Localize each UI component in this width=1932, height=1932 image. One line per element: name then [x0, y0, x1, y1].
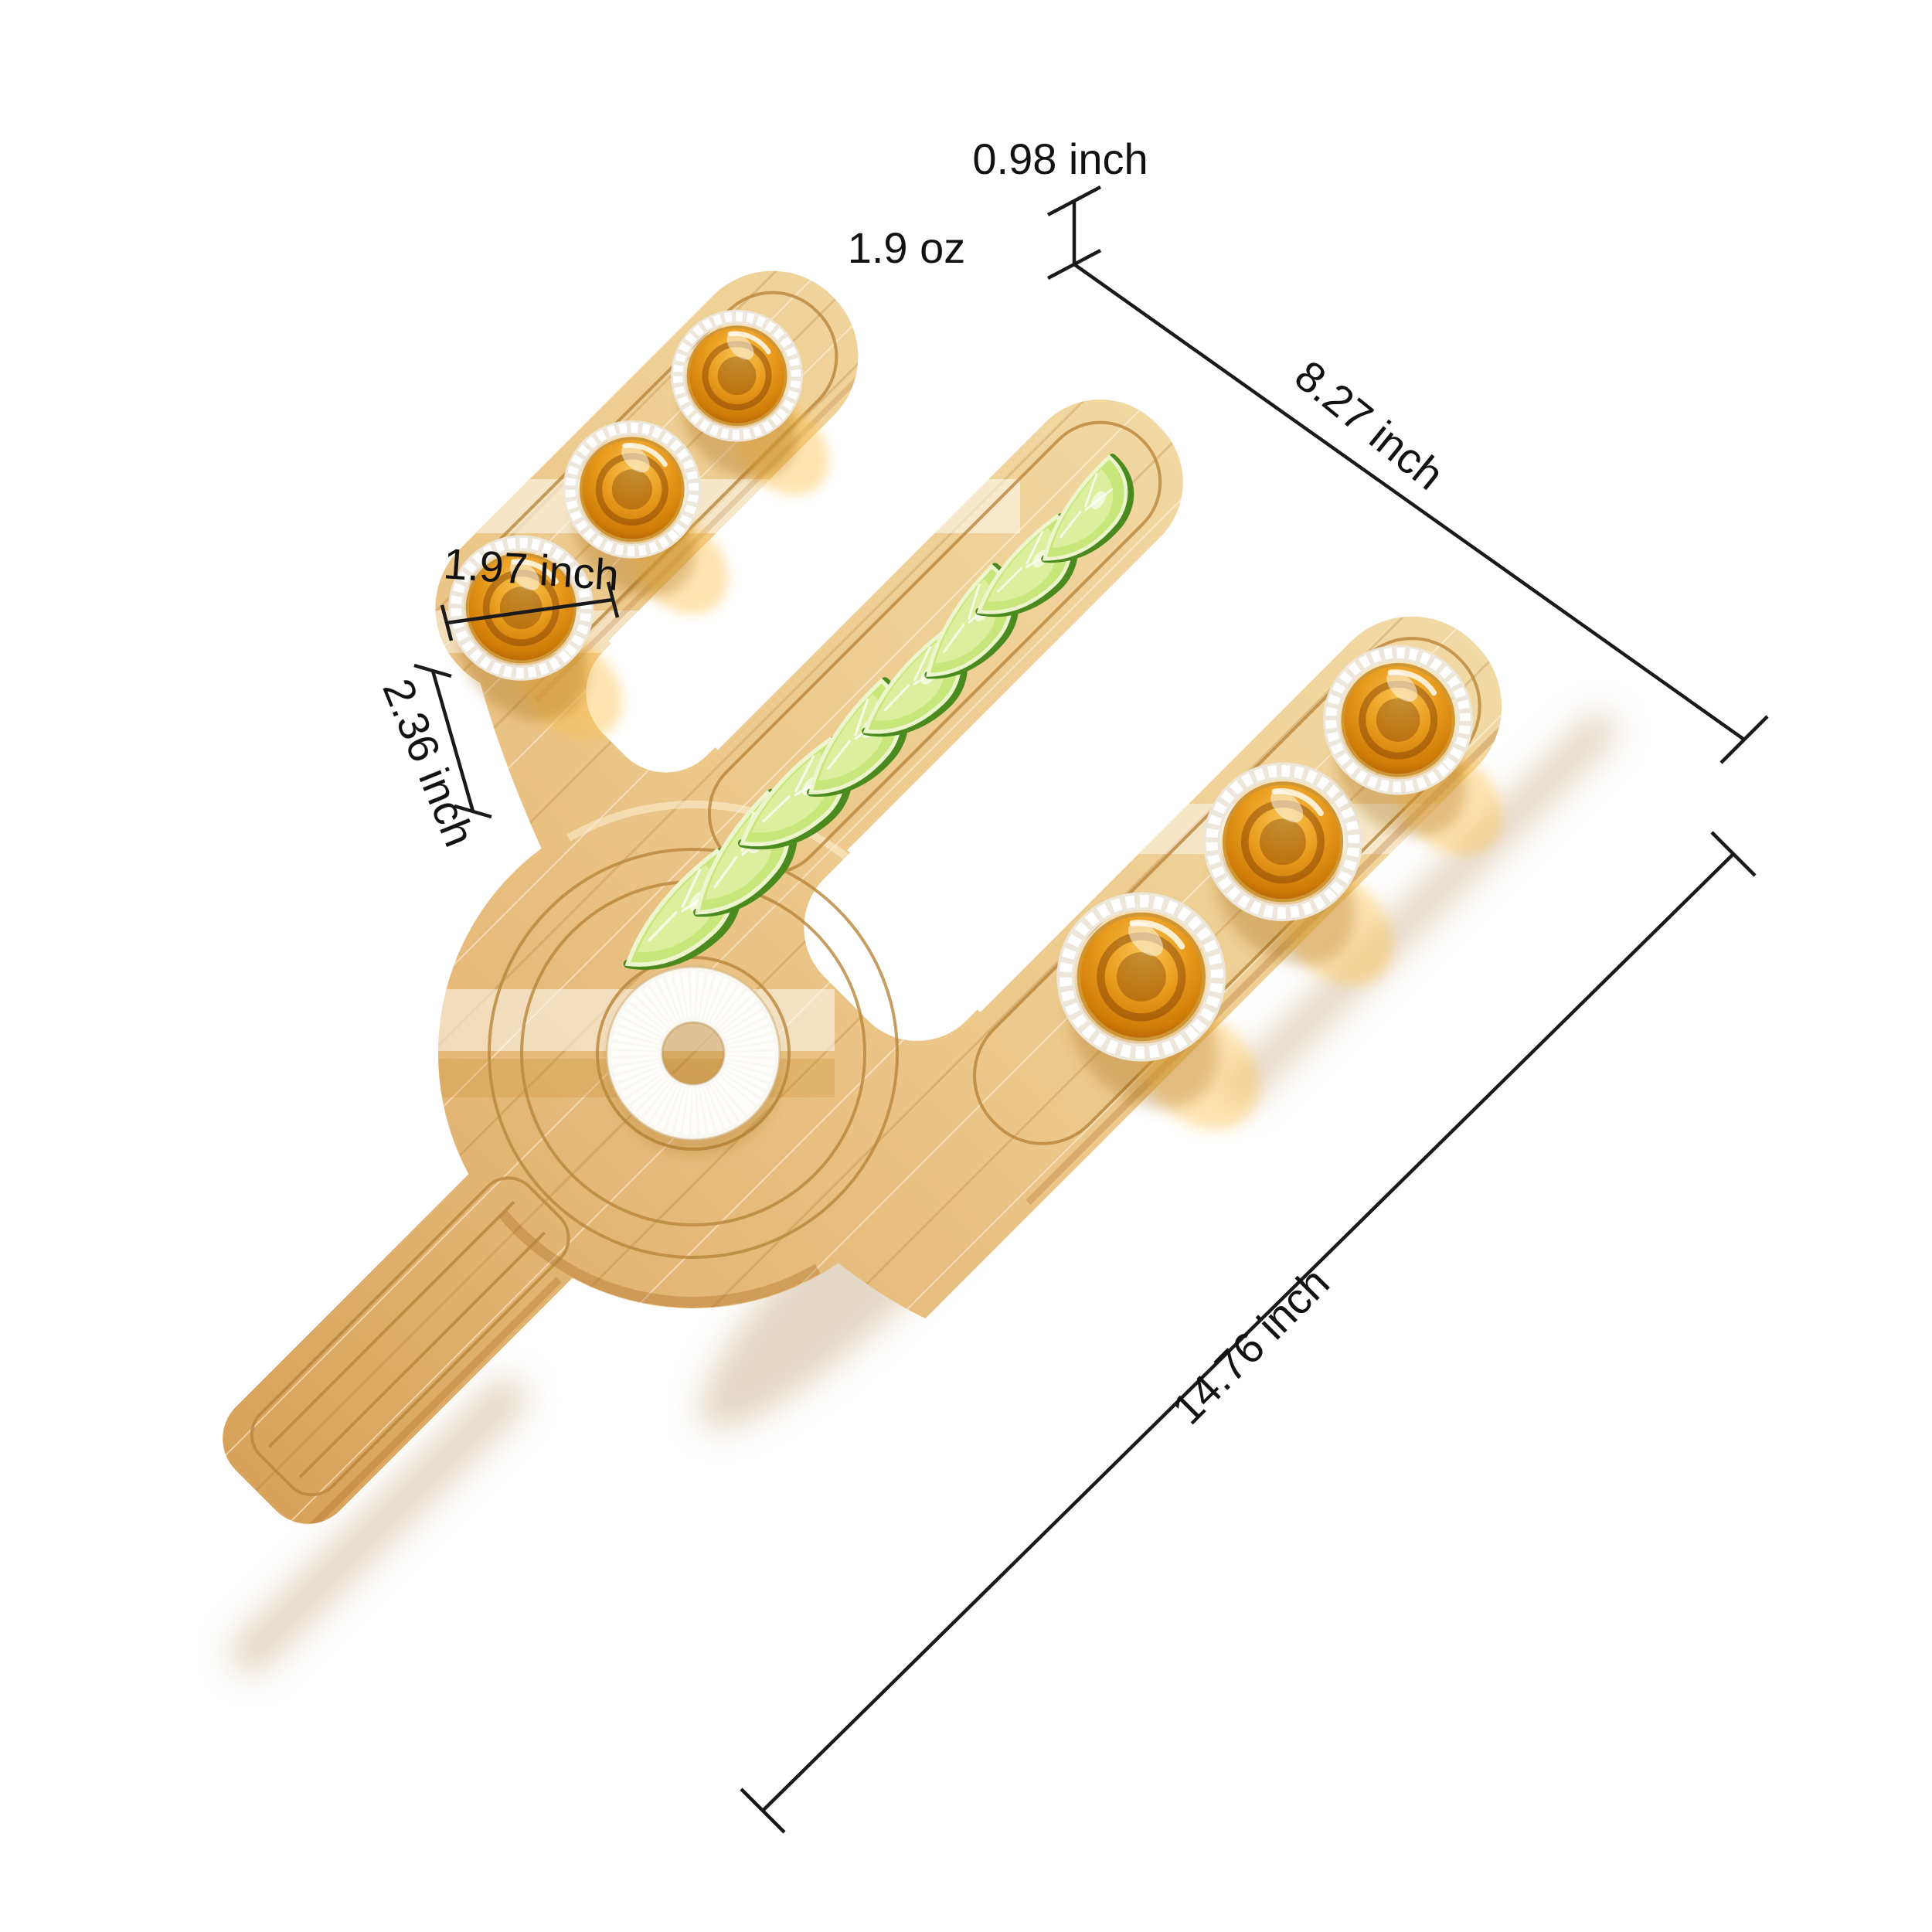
dimension-line-glass-diameter — [440, 581, 620, 641]
salt-ring — [605, 965, 781, 1155]
board-handle — [223, 1151, 596, 1524]
dimension-line-width — [1073, 263, 1769, 764]
slot-left — [586, 202, 1156, 773]
dimension-line-length — [740, 831, 1757, 1834]
label-board-thickness: 0.98 inch — [972, 134, 1148, 183]
dimension-lines — [413, 185, 1769, 1834]
label-glass-height: 2.36 inch — [373, 672, 485, 853]
slot-right — [804, 431, 1413, 1041]
arm-slots — [586, 202, 1413, 1041]
label-board-length: 14.76 inch — [1163, 1258, 1338, 1434]
label-glass-capacity: 1.9 oz — [848, 223, 966, 272]
cactus-board — [204, 202, 1855, 1543]
dimension-line-glass-height — [413, 663, 492, 819]
